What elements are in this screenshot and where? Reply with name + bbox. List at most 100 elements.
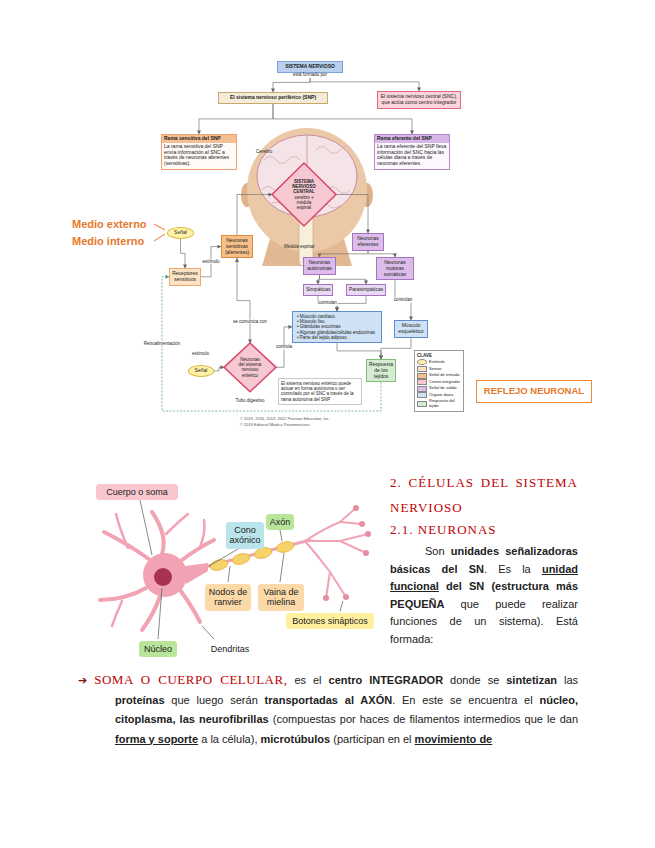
text-run: a la célula), <box>201 733 257 745</box>
text-run: . Es la <box>484 563 531 575</box>
dendrite <box>182 540 214 560</box>
connector <box>214 367 224 371</box>
legend-row: Órgano diana <box>417 392 461 398</box>
text-run: es el <box>294 674 321 686</box>
legend-swatch <box>417 386 427 392</box>
region-label: Medio externo <box>72 218 147 230</box>
connector-label: Retroalimentación <box>143 342 181 347</box>
text-run: movimiento de <box>415 733 493 745</box>
connector <box>199 104 273 134</box>
legend-swatch <box>417 379 427 385</box>
text-run: proteínas <box>115 694 165 706</box>
neuron-box: Neuronas eferentes <box>352 233 384 251</box>
node-text: Dendritas <box>209 644 251 654</box>
bullet-arrow: ➔ <box>78 674 87 687</box>
node-text: Neuronas del sistema nervioso entérico <box>238 357 262 378</box>
node-text: Axón <box>269 517 291 527</box>
legend-text: Respuesta del tejido <box>429 399 461 409</box>
text-run: las <box>564 674 578 686</box>
node-text: cerebro + médula espinal <box>290 195 318 211</box>
terminal-branch <box>326 572 330 598</box>
legend-text: Estímulo <box>429 360 445 365</box>
part-label: Nodos de ranvier <box>205 584 251 611</box>
text-run: microtúbulos <box>261 733 331 745</box>
connector <box>381 338 411 360</box>
node-text: • Parte del tejido adiposo <box>297 335 377 340</box>
paragraph: Son unidades señalizadoras básicas del S… <box>390 543 578 648</box>
integrator-diamond: Neuronas del sistema nervioso entérico <box>224 343 276 392</box>
connector-note: está formado por <box>292 73 328 78</box>
dendrite <box>200 520 205 547</box>
node-text: Señal <box>192 368 210 374</box>
node-text: El sistema nervioso entérico puede actua… <box>281 381 359 402</box>
dendrite <box>142 596 160 630</box>
connector <box>237 195 272 236</box>
leader-line <box>280 553 284 582</box>
node-text: El sistema nervioso central (SNC), que a… <box>380 94 458 106</box>
node-text: SISTEMA NERVIOSO <box>280 64 340 70</box>
signal-oval: Señal <box>167 227 194 239</box>
text-run: centro INTEGRADOR <box>329 674 444 686</box>
target-box: Músculo esquelético <box>394 320 428 338</box>
branch-box: Rama sensitiva del SNPLa rama sensitiva … <box>161 134 237 170</box>
text-run: (participan en el <box>333 733 411 745</box>
pns-box: El sistema nervioso periférico (SNP) <box>218 92 328 104</box>
leader-line <box>340 601 343 611</box>
leader-line <box>209 549 238 566</box>
paragraph: ➔ SOMA O CUERPO CELULAR, es el centro IN… <box>115 670 578 749</box>
connector <box>181 239 186 268</box>
connector-label: estímulo <box>201 259 220 264</box>
connector <box>237 258 250 343</box>
legend-text: Centro integrador <box>429 380 460 385</box>
title-box: REFLEJO NEURONAL <box>476 380 592 403</box>
dendrite <box>112 601 122 626</box>
synaptic-button <box>365 531 371 537</box>
part-name: Médula espinal <box>284 245 314 250</box>
node-heading: SISTEMA NERVIOSO CENTRAL <box>290 179 318 195</box>
node-text: • Algunas glándulas/células endocrinas <box>297 330 377 335</box>
terminal-branch <box>340 541 366 553</box>
part-name: Cerebro <box>256 150 272 155</box>
terminal-branch <box>340 522 362 524</box>
response-box: Respuesta de los tejidos <box>366 359 396 382</box>
text-run: . En este se encuentra el <box>392 694 533 706</box>
connector-label: controlan <box>393 298 414 303</box>
terminal-branch <box>305 541 346 597</box>
target-box: • Músculo cardíaco• Músculo liso• Glándu… <box>292 311 382 343</box>
node-text: Señal <box>171 230 190 236</box>
dendrites <box>100 512 214 630</box>
node-text: La rama sensitiva del SNP envía informac… <box>164 144 234 167</box>
subsection-heading: 2.1. NEURONAS <box>390 521 497 539</box>
legend-swatch <box>417 401 427 407</box>
node-text: Neuronas eferentes <box>355 236 381 248</box>
text-run: SOMA O CUERPO CELULAR, <box>94 672 287 687</box>
node-text: Simpáticas <box>306 287 330 293</box>
copyright: © 2019 Editorial Médica Panamericana <box>240 423 309 427</box>
synaptic-button <box>343 594 349 600</box>
node-text: • Músculo cardíaco <box>297 314 377 319</box>
dendrite <box>100 588 146 600</box>
synaptic-button <box>323 595 329 601</box>
legend-row: Estímulo <box>417 359 461 365</box>
terminal-branch <box>305 508 356 541</box>
terminal-branch <box>305 534 368 541</box>
dendrite <box>166 514 188 534</box>
synaptic-button <box>363 550 369 556</box>
part-label: Cono axónico <box>226 522 264 549</box>
node-text: Receptores sensitivos <box>172 271 198 283</box>
node-text: • Glándulas exocrinas <box>297 324 377 329</box>
connector <box>201 247 221 277</box>
soma <box>143 553 187 597</box>
node-text: Neuronas sensitivas (aferentes) <box>224 238 250 255</box>
node-text: Parasimpáticas <box>349 287 383 293</box>
part-label: Dendritas <box>206 641 254 657</box>
neuron-box: Neuronas autónomas <box>303 257 336 275</box>
text-run: que luego serán <box>171 694 257 706</box>
legend-text: Sensor <box>429 367 442 372</box>
node-text: • Músculo liso <box>297 319 377 324</box>
region-label: Medio interno <box>72 235 144 247</box>
text-run: forma y soporte <box>115 733 198 745</box>
cns-box: El sistema nervioso central (SNC), que a… <box>377 91 461 109</box>
diamond-shape <box>272 163 336 226</box>
leader-line <box>280 530 282 541</box>
